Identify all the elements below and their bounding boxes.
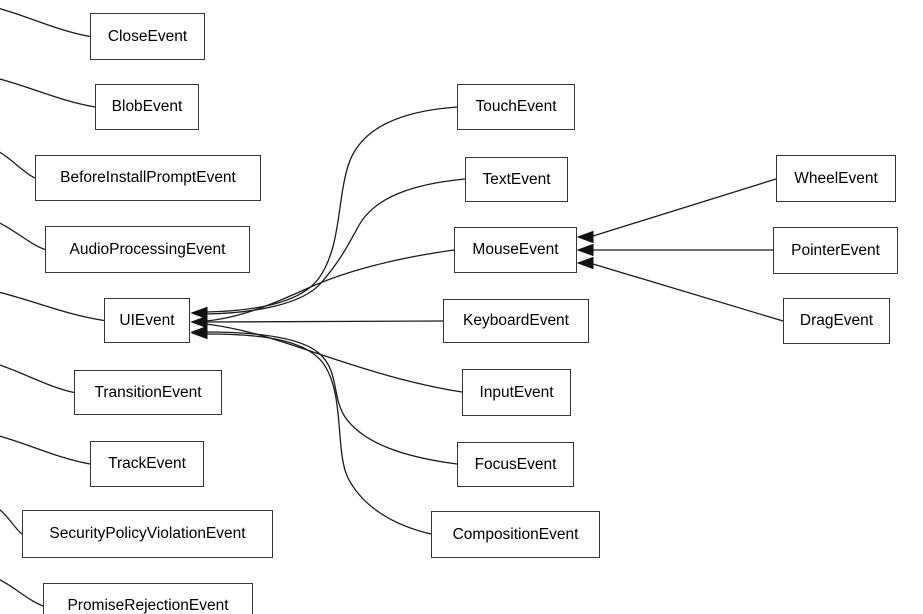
node-before-install-prompt-event: BeforeInstallPromptEvent [35, 155, 261, 201]
node-keyboard-event: KeyboardEvent [443, 299, 589, 343]
node-label: UIEvent [119, 311, 175, 329]
edge-audio-processing-event-to-offscreen-left [0, 222, 46, 251]
edge-touch-event-to-uievent [205, 106, 458, 313]
arrowhead-input-event-to-uievent [190, 315, 208, 329]
edge-close-event-to-offscreen-left [0, 8, 91, 38]
node-label: TouchEvent [475, 98, 557, 115]
edge-keyboard-event-to-uievent [205, 320, 444, 323]
node-label: BlobEvent [111, 98, 183, 115]
node-label: TextEvent [482, 170, 551, 188]
edge-text-event-to-uievent [205, 178, 466, 315]
edge-composition-event-to-uievent [205, 333, 432, 535]
node-label: SecurityPolicyViolationEvent [49, 525, 246, 542]
edge-promise-rejection-event-to-offscreen-left [0, 579, 44, 607]
node-transition-event: TransitionEvent [74, 370, 222, 415]
node-uievent: UIEvent [104, 298, 190, 343]
node-input-event: InputEvent [462, 369, 571, 416]
node-blob-event: BlobEvent [95, 84, 199, 130]
edge-transition-event-to-offscreen-left [0, 364, 75, 394]
edge-uievent-to-offscreen-left [0, 291, 105, 322]
node-focus-event: FocusEvent [457, 442, 574, 487]
node-label: KeyboardEvent [463, 312, 569, 329]
node-label: DragEvent [799, 312, 874, 329]
node-label: FocusEvent [474, 455, 557, 473]
node-wheel-event: WheelEvent [776, 155, 896, 202]
node-label: TransitionEvent [94, 383, 202, 401]
node-close-event: CloseEvent [90, 13, 205, 60]
edge-drag-event-to-mouse-event [592, 263, 784, 322]
edge-focus-event-to-uievent [205, 331, 458, 465]
arrowhead-text-event-to-uievent [190, 306, 208, 320]
edge-track-event-to-offscreen-left [0, 435, 91, 465]
node-text-event: TextEvent [465, 157, 568, 202]
node-label: WheelEvent [794, 169, 878, 187]
node-label: InputEvent [479, 383, 554, 401]
edge-input-event-to-uievent [205, 323, 463, 393]
node-mouse-event: MouseEvent [454, 227, 577, 273]
arrowhead-composition-event-to-uievent [190, 326, 208, 340]
edge-security-policy-violation-event-to-offscreen-left [0, 509, 23, 535]
node-label: MouseEvent [472, 241, 559, 258]
arrowhead-wheel-event-to-mouse-event [576, 230, 594, 244]
arrowhead-drag-event-to-mouse-event [576, 256, 594, 270]
arrowhead-pointer-event-to-mouse-event [576, 243, 594, 257]
node-drag-event: DragEvent [783, 298, 890, 344]
node-label: AudioProcessingEvent [69, 240, 226, 258]
node-touch-event: TouchEvent [457, 84, 575, 130]
node-pointer-event: PointerEvent [773, 227, 898, 274]
node-security-policy-violation-event: SecurityPolicyViolationEvent [22, 510, 273, 558]
node-label: TrackEvent [108, 455, 186, 472]
node-audio-processing-event: AudioProcessingEvent [45, 226, 250, 273]
node-label: PointerEvent [791, 241, 880, 259]
node-label: CloseEvent [107, 27, 188, 45]
node-composition-event: CompositionEvent [431, 511, 600, 558]
edge-wheel-event-to-mouse-event [592, 178, 777, 237]
node-label: CompositionEvent [452, 525, 579, 543]
node-promise-rejection-event: PromiseRejectionEvent [43, 583, 253, 614]
edge-blob-event-to-offscreen-left [0, 78, 96, 108]
edge-mouse-event-to-uievent [205, 249, 455, 322]
node-label: BeforeInstallPromptEvent [60, 169, 236, 186]
node-track-event: TrackEvent [90, 441, 204, 487]
edge-before-install-prompt-event-to-offscreen-left [0, 151, 36, 179]
node-label: PromiseRejectionEvent [67, 597, 229, 614]
